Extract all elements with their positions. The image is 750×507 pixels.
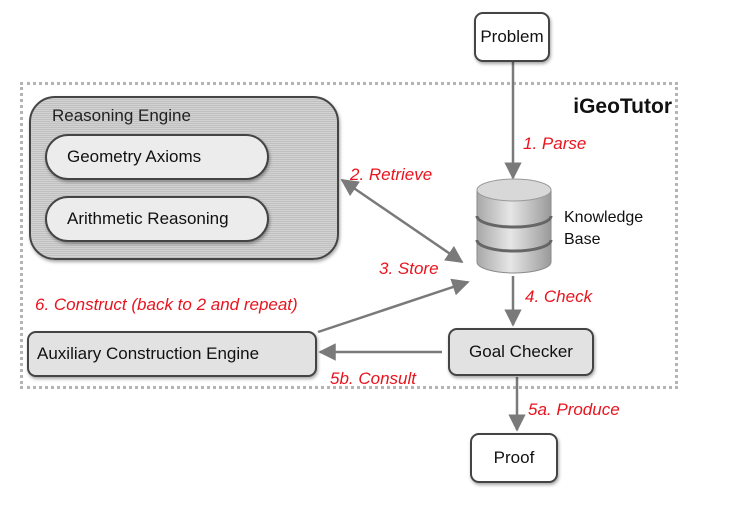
auxiliary-construction-engine-node: Auxiliary Construction Engine <box>27 331 317 377</box>
proof-node: Proof <box>470 433 558 483</box>
knowledge-base-label: Knowledge Base <box>564 207 643 251</box>
igeotutor-system-boundary <box>20 82 678 389</box>
step-store-label: 3. Store <box>379 259 439 278</box>
database-icon <box>475 178 553 274</box>
arrow-retrieve-store <box>340 178 464 264</box>
step-consult-label: 5b. Consult <box>330 369 416 388</box>
step-construct-label: 6. Construct (back to 2 and repeat) <box>35 295 298 314</box>
step-produce-label: 5a. Produce <box>528 400 620 419</box>
step-check-label: 4. Check <box>525 287 593 306</box>
knowledge-base-label-line2: Base <box>564 231 601 248</box>
system-title: iGeoTutor <box>573 95 672 118</box>
step-retrieve-label: 2. Retrieve <box>350 165 433 184</box>
problem-node: Problem <box>474 12 550 62</box>
knowledge-base-label-line1: Knowledge <box>564 209 644 226</box>
reasoning-engine-box: Reasoning Engine Geometry Axioms Arithme… <box>29 96 339 260</box>
goal-checker-node: Goal Checker <box>448 328 594 376</box>
geometry-axioms-module: Geometry Axioms <box>45 134 269 180</box>
arithmetic-reasoning-module: Arithmetic Reasoning <box>45 196 269 242</box>
step-parse-label: 1. Parse <box>523 134 587 153</box>
arrow-construct <box>317 278 470 334</box>
reasoning-engine-title: Reasoning Engine <box>52 106 191 125</box>
